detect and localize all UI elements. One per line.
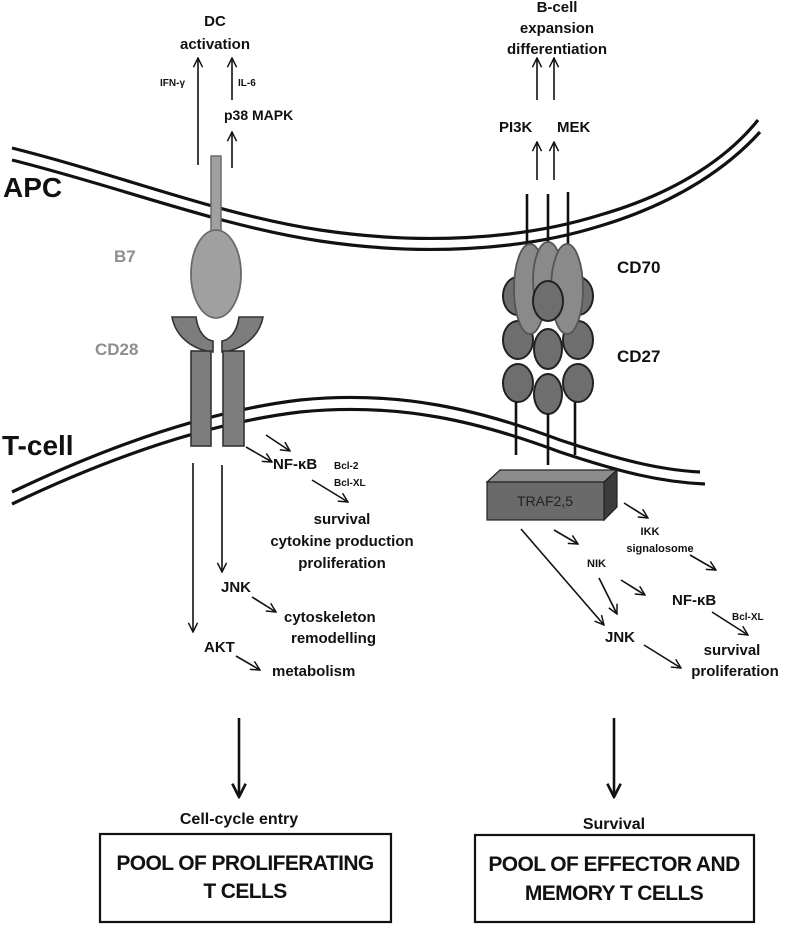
dc-activation-line1: DC	[204, 13, 226, 30]
arrow-ikk-to-nfkb	[689, 554, 716, 570]
outcome-survival-right: survival	[704, 642, 761, 659]
effector-memory-pool-line1: POOL OF EFFECTOR AND	[488, 853, 740, 876]
traf-top-face	[485, 469, 619, 483]
outcome-survival-left: survival	[314, 511, 371, 528]
cytoskeleton-label: cytoskeleton	[284, 609, 376, 626]
cd27-top-domain	[532, 280, 564, 322]
outcome-proliferation-right: proliferation	[691, 663, 779, 680]
arrow-nik-to-nfkb	[620, 579, 645, 595]
cd27-domain	[562, 363, 594, 403]
arrow-jnk-to-proliferation	[643, 644, 681, 668]
b7-label: B7	[114, 247, 136, 266]
jnk-label-right: JNK	[605, 629, 635, 646]
b7-ligand	[190, 155, 242, 319]
cd70-stalks	[525, 192, 570, 246]
signalosome-label: signalosome	[626, 543, 693, 555]
traf-adaptor-block: TRAF2,5	[485, 468, 619, 522]
b7-head	[190, 229, 242, 319]
arrow-to-nfkb	[245, 446, 272, 462]
apc-label: APC	[3, 172, 62, 203]
remodelling-label: remodelling	[291, 630, 376, 647]
cd28-receptor	[171, 316, 264, 447]
arrow-traf-to-ikk	[623, 502, 648, 518]
traf-front-face	[486, 481, 605, 521]
mek-label: MEK	[557, 119, 591, 136]
cd28-label: CD28	[95, 340, 138, 359]
proliferating-pool-line2: T CELLS	[203, 880, 287, 903]
jnk-label-left: JNK	[221, 579, 251, 596]
il6-label: IL-6	[238, 78, 256, 89]
traf-label: TRAF2,5	[517, 493, 573, 509]
nik-label: NIK	[587, 558, 606, 570]
cd28-left-cup	[171, 316, 214, 353]
arrow-nik-to-jnk	[598, 577, 617, 614]
dc-activation-line2: activation	[180, 36, 250, 53]
nfkb-label-right: NF-κB	[672, 592, 716, 609]
cd28-right-cup	[221, 316, 264, 353]
tcell-label: T-cell	[2, 430, 74, 461]
bcl2-label: Bcl-2	[334, 461, 359, 472]
bcell-outcome-line2: expansion	[520, 20, 594, 37]
arrow-nfkb-to-survival	[711, 611, 748, 635]
outcome-cytokine-production: cytokine production	[270, 533, 413, 550]
b7-stalk	[210, 155, 222, 233]
arrow-nfkb-to-outcomes	[311, 479, 348, 502]
proliferating-pool-line1: POOL OF PROLIFERATING	[116, 852, 374, 875]
effector-memory-pool-line2: MEMORY T CELLS	[525, 882, 704, 905]
pi3k-label: PI3K	[499, 119, 533, 136]
arrow-traf-to-nik	[553, 529, 578, 544]
tcell-membrane	[11, 395, 706, 506]
arrow-akt-to-metabolism	[235, 655, 260, 670]
bclxl-label-right: Bcl-XL	[732, 612, 764, 623]
metabolism-label: metabolism	[272, 663, 355, 680]
nfkb-label-left: NF-κB	[273, 456, 317, 473]
arrow-to-nfkb-dashed	[265, 434, 290, 451]
proliferating-pool-box	[98, 832, 393, 924]
cd28-right-chain	[222, 350, 245, 447]
effector-memory-pool-box	[473, 833, 756, 924]
outcome-proliferation-left: proliferation	[298, 555, 386, 572]
akt-label: AKT	[204, 639, 235, 656]
cd27-domain	[533, 328, 563, 370]
bclxl-label-left: Bcl-XL	[334, 478, 366, 489]
apc-membrane	[11, 119, 762, 252]
ikk-label: IKK	[641, 526, 660, 538]
cd27-domain	[502, 363, 534, 403]
cd28-left-chain	[190, 350, 212, 447]
cd70-ligand	[513, 241, 584, 335]
cd70-label: CD70	[617, 258, 660, 277]
survival-label: Survival	[583, 816, 645, 833]
cd27-domain	[533, 373, 563, 415]
cd27-label: CD27	[617, 347, 660, 366]
bcell-outcome-line3: differentiation	[507, 41, 607, 58]
ifn-gamma-label: IFN-γ	[160, 78, 185, 89]
cell-cycle-entry-label: Cell-cycle entry	[180, 811, 298, 828]
p38-mapk-label: p38 MAPK	[224, 107, 293, 123]
arrow-traf-to-jnk	[520, 528, 604, 625]
bcell-outcome-line1: B-cell	[537, 0, 578, 16]
arrow-jnk-to-cytoskeleton	[251, 596, 276, 612]
